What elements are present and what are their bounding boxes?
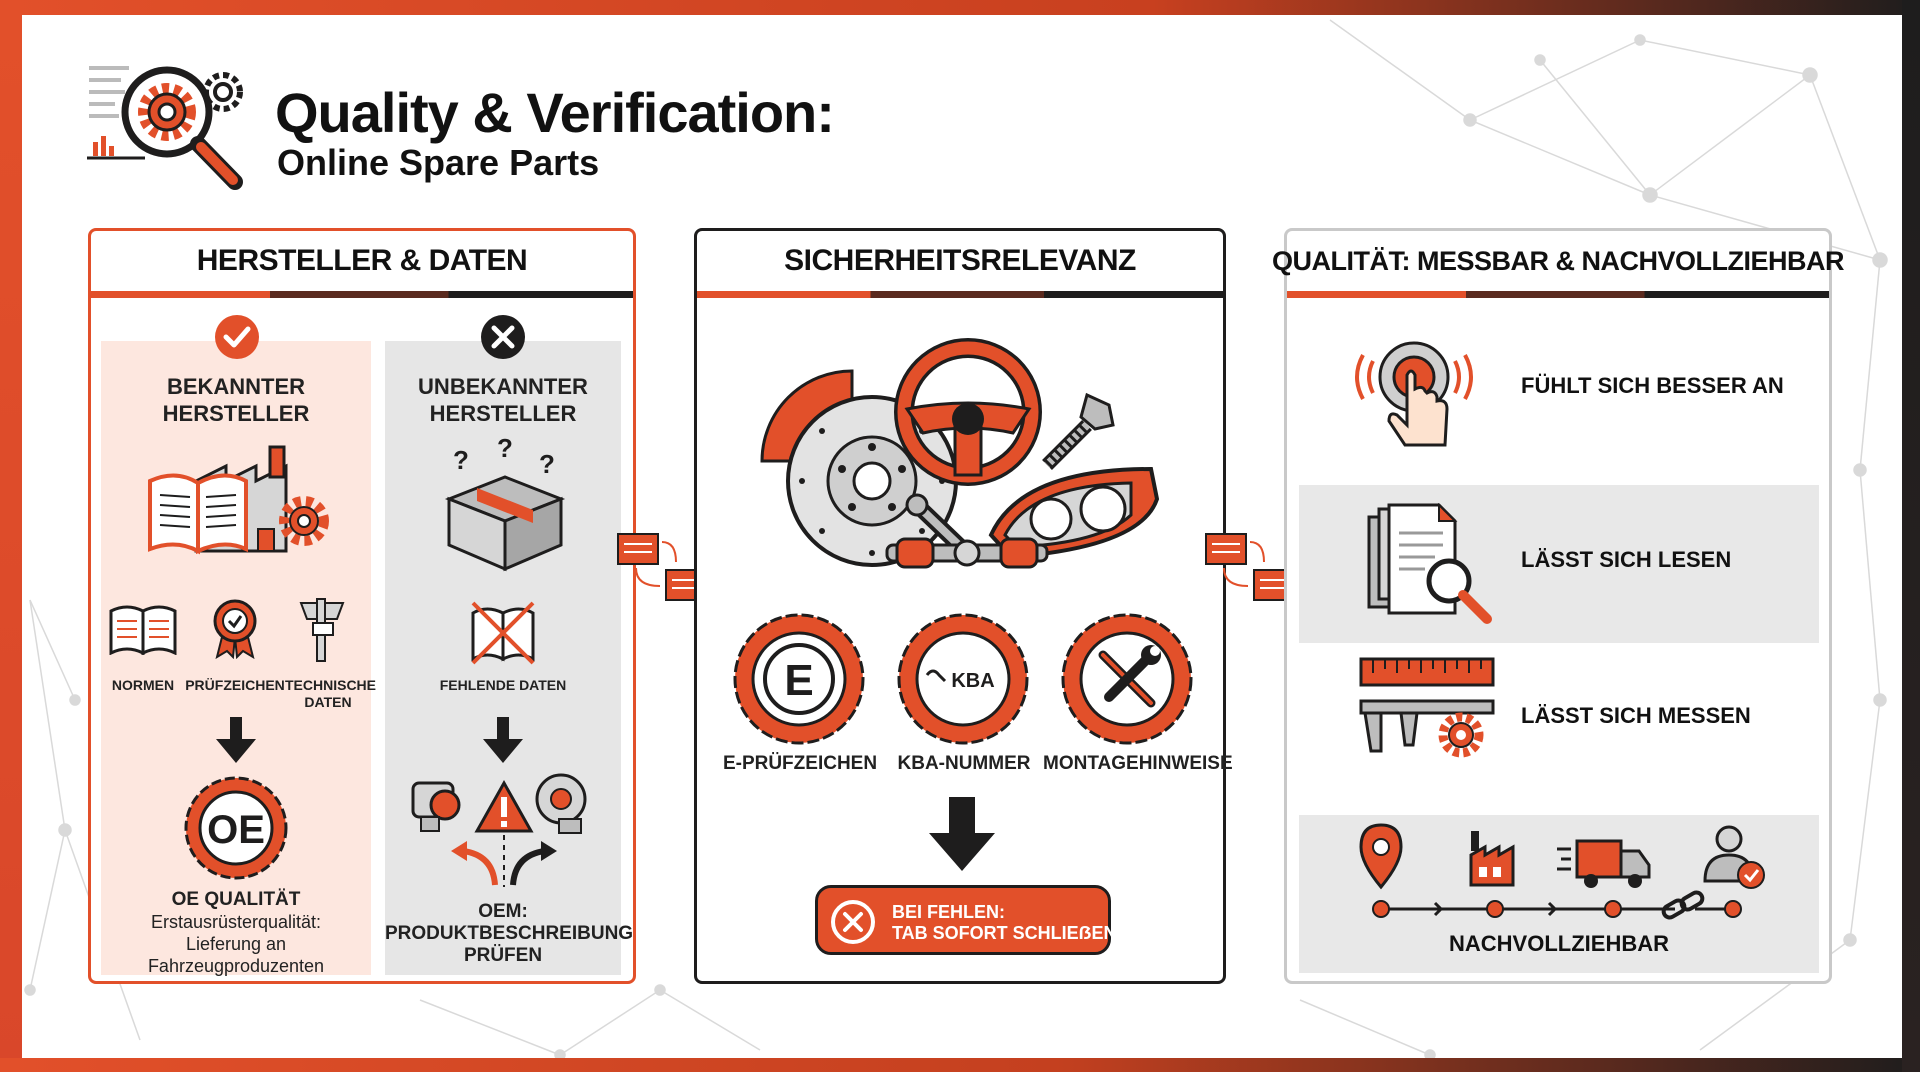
location-icon [1359,823,1403,890]
factory-book-icon [148,445,329,555]
headlight-icon [988,466,1160,560]
kba-badge-icon: KBA [897,613,1029,745]
header-bar [91,291,633,298]
kba-badge-text: KBA [951,670,994,692]
bolt-icon [1042,392,1115,470]
panel-header: QUALITÄT: MESSBAR & NACHVOLLZIEHBAR [1272,245,1844,276]
known-title-line2: HERSTELLER [162,401,310,426]
oem-line1: OEM: [478,901,528,922]
oe-quality-line3: Fahrzeugproduzenten [147,956,325,976]
panel-quality: QUALITÄT: MESSBAR & NACHVOLLZIEHBAR FÜHL… [1272,228,1845,984]
link-icon [1661,890,1705,920]
svg-text:?: ? [453,445,469,475]
warning-line2: TAB SOFORT SCHLIEẞEN [892,923,1117,943]
header-bar [1287,291,1829,298]
quality-label-read: LÄSST SICH LESEN [1521,547,1732,572]
book-icon [109,605,177,655]
frame-bottom [0,1058,1920,1072]
oe-badge-icon: OE [184,776,288,880]
svg-text:?: ? [497,433,513,463]
warning-line1: BEI FEHLEN: [892,902,1006,922]
magnifier-gear-icon [87,66,243,190]
wrench-badge-icon [1061,613,1193,745]
known-manufacturer-column: BEKANNTER HERSTELLER [101,315,377,976]
quality-row-measure: LÄSST SICH MESSEN [1299,655,1819,813]
icon-label-normen: NORMEN [111,677,175,693]
oe-badge-text: OE [207,808,265,852]
icon-label-pruefzeichen: PRÜFZEICHEN [185,677,285,693]
quality-label-measure: LÄSST SICH MESSEN [1521,703,1751,728]
arrow-down-icon [929,797,995,871]
icon-label-technische: TECHNISCHE [285,677,377,693]
header-bar [697,291,1223,298]
box-question-icon: ? ? ? [444,433,566,572]
frame-right [1902,0,1920,1072]
steering-wheel-icon [894,338,1042,486]
known-title-line1: BEKANNTER [166,374,306,399]
unknown-title-line1: UNBEKANNTER [418,374,588,399]
e-badge-icon: E [733,613,865,745]
arrow-down-icon [483,717,523,763]
oe-quality-line2: Lieferung an [185,934,287,954]
truck-icon [1557,839,1651,888]
svg-text:?: ? [539,449,555,479]
quality-row-read: LÄSST SICH LESEN [1299,485,1819,643]
page-subtitle: Online Spare Parts [277,142,600,183]
documents-magnifier-icon [1367,503,1492,624]
quality-row-trace: NACHVOLLZIEHBAR [1299,815,1819,973]
panel-header: SICHERHEITSRELEVANZ [784,244,1136,277]
crossed-book-icon [471,601,535,665]
panel-safety: SICHERHEITSRELEVANZ [694,228,1233,984]
arrow-down-icon [216,717,256,763]
oem-line2: PRODUKTBESCHREIBUNG [385,923,634,944]
warning-text: BEI FEHLEN: TAB SOFORT SCHLIEẞEN [892,902,1117,944]
supply-chain-diagram [1359,823,1765,920]
quality-label-feel: FÜHLT SICH BESSER AN [1521,373,1784,398]
factory-icon [1469,831,1515,887]
panel-header: HERSTELLER & DATEN [196,244,528,277]
check-icon [215,315,259,359]
user-check-icon [1703,825,1765,889]
badge-label-e: E-PRÜFZEICHEN [722,753,878,774]
caliper-icon [299,598,345,662]
icon-label-daten: DATEN [304,694,352,710]
e-badge-text: E [784,656,813,705]
unknown-title-line2: HERSTELLER [429,401,577,426]
badge-label-montage: MONTAGEHINWEISE [1043,753,1233,774]
award-icon [213,599,257,659]
panel-manufacturer: HERSTELLER & DATEN BEKANNTER HERSTELLER [88,228,636,984]
touch-icon [1355,341,1473,447]
quality-label-trace: NACHVOLLZIEHBAR [1449,931,1669,956]
quality-row-feel: FÜHLT SICH BESSER AN [1299,323,1819,481]
page-title: Quality & Verification: [275,81,835,144]
oem-line3: PRÜFEN [463,945,543,966]
missing-data-label: FEHLENDE DATEN [439,677,567,693]
oe-quality-title: OE QUALITÄT [171,889,301,910]
frame-left [0,0,22,1072]
title-block: Quality & Verification: Online Spare Par… [85,58,845,198]
frame-top [0,0,1920,15]
cross-icon [481,315,525,359]
unknown-manufacturer-column: UNBEKANNTER HERSTELLER ? ? ? FEHLENDE DA… [385,315,634,975]
close-tab-warning-button[interactable]: BEI FEHLEN: TAB SOFORT SCHLIEẞEN [815,885,1117,955]
tie-rod-icon [885,493,1049,569]
turbo-warning-icon [411,773,587,887]
oe-quality-line1: Erstausrüsterqualität: [150,912,322,932]
badge-label-kba: KBA-NUMMER [897,753,1031,774]
ruler-caliper-icon [1359,657,1495,758]
close-icon [831,900,875,944]
